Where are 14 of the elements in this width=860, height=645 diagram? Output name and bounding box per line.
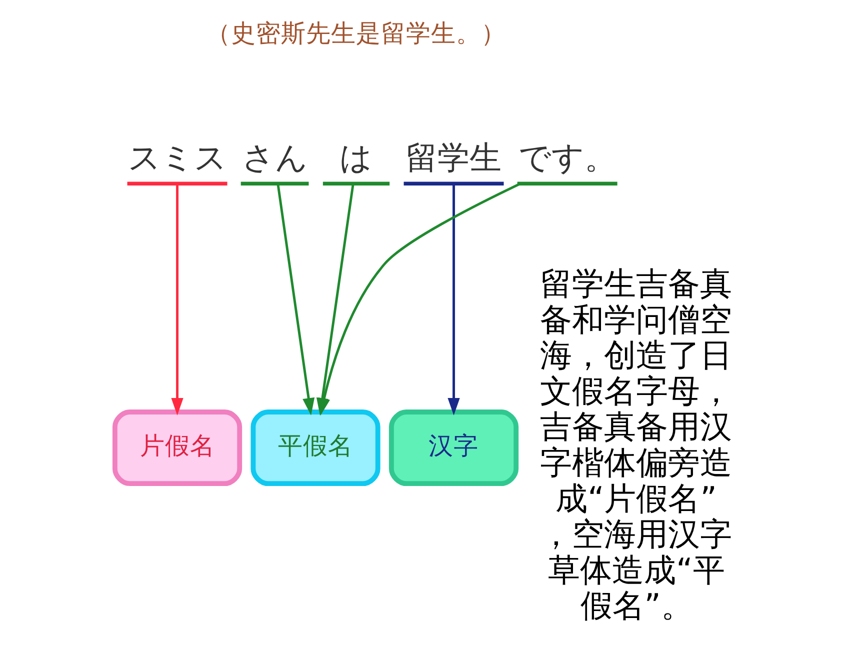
node-text: スミス — [128, 138, 227, 177]
node-box: 片假名 — [112, 410, 242, 486]
arrow — [318, 182, 521, 416]
node-text: は — [340, 138, 373, 177]
arrow — [448, 184, 460, 416]
node-text: です。 — [518, 138, 616, 177]
node-text: 留学生 — [406, 138, 502, 177]
arrow — [276, 184, 315, 416]
node-box: 汉字 — [388, 410, 519, 486]
node-text: さん — [242, 138, 308, 177]
arrow — [171, 184, 184, 416]
label: （史密斯先生是留学生。） — [206, 18, 506, 48]
node-box: 平假名 — [250, 410, 380, 486]
label: 留学生吉备真备和学问僧空海，创造了日文假名字母，吉备真备用汉字楷体偏旁造成“片假名”，空海用汉字草体造成“平假名”。 — [540, 264, 732, 625]
